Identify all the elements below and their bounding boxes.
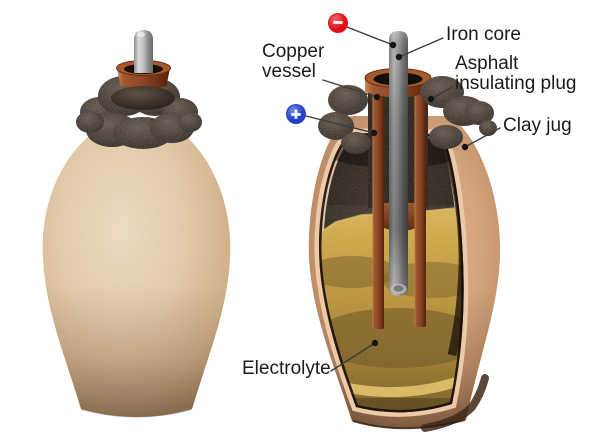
label-asphalt-line1: Asphalt [455, 53, 519, 74]
callout-dot-iron-core [395, 53, 403, 61]
negative-terminal-badge: − [328, 13, 348, 33]
callout-line-copper-vessel [322, 79, 378, 98]
copper-vessel-wall-right [414, 88, 426, 327]
iron-rod-left [134, 30, 153, 73]
callout-dots [370, 41, 469, 347]
label-electrolyte: Electrolyte [242, 358, 331, 379]
callout-line-negative [346, 26, 394, 46]
callout-line-asphalt [430, 86, 453, 100]
callout-dot-negative [389, 41, 397, 49]
callout-line-electrolyte [330, 342, 376, 372]
iron-rod-right [389, 31, 408, 296]
callout-line-positive [305, 115, 375, 134]
callout-lines [305, 26, 501, 372]
callout-line-clay-jug [464, 127, 501, 148]
cut-inner-edge [318, 133, 464, 413]
cutaway-jar-illustration [308, 31, 501, 432]
label-clay-jug: Clay jug [503, 115, 572, 136]
callout-line-iron-core [398, 37, 444, 58]
plus-icon: + [291, 104, 302, 124]
label-asphalt-line2: insulating plug [455, 73, 577, 94]
label-copper-vessel-line1: Copper [262, 41, 325, 62]
cut-dark-edge [421, 374, 489, 432]
label-copper-vessel-line2: vessel [262, 61, 316, 82]
jar-bottom-edge [81, 408, 192, 418]
minus-icon: − [333, 12, 344, 32]
positive-terminal-badge: + [286, 104, 306, 124]
label-copper-vessel: Copper vessel [262, 42, 324, 82]
callout-dot-electrolyte [371, 339, 379, 347]
callout-dot-clay-jug [461, 143, 469, 151]
callout-dot-asphalt [427, 95, 435, 103]
copper-vessel-wall-left [372, 88, 384, 329]
clay-shading [42, 123, 231, 417]
callout-dot-positive [370, 129, 378, 137]
jar-bottom-edge-right [352, 419, 466, 430]
callout-dot-copper-vessel [373, 93, 381, 101]
whole-jar-illustration [42, 30, 231, 418]
label-iron-core: Iron core [446, 24, 521, 45]
asphalt-front-bump [111, 86, 175, 110]
label-asphalt-plug: Asphalt insulating plug [455, 54, 576, 94]
